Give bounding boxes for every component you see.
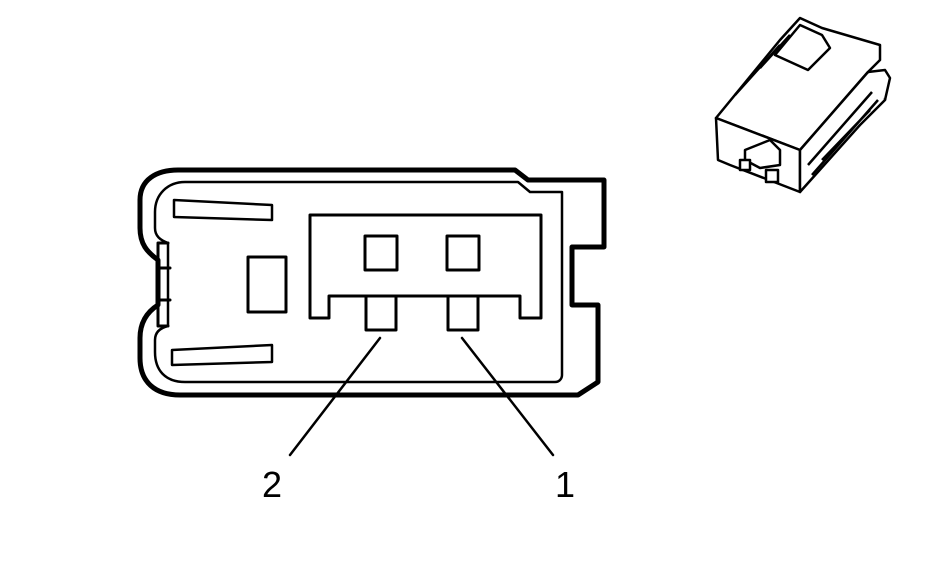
terminal-window-1-upper <box>445 234 481 272</box>
callout-label-1: 1 <box>555 464 575 505</box>
terminal-pin-2 <box>364 294 398 332</box>
thumb-top-block <box>773 23 832 72</box>
thumb-right-tab <box>867 68 892 101</box>
leader-line-1 <box>460 336 555 457</box>
latch-notch-upper <box>156 241 172 270</box>
thumb-cavity-b <box>764 168 780 184</box>
connector-3d-icon <box>714 16 892 194</box>
callout-label-2: 2 <box>262 464 282 505</box>
thumb-cavity-a <box>738 158 752 172</box>
key-slot <box>246 255 288 314</box>
terminal-cavity-frame <box>308 213 543 320</box>
connector-face-view <box>137 167 607 398</box>
thumb-side-ribs <box>807 91 879 176</box>
latch-notch-lower <box>156 298 172 328</box>
housing-outer-outline <box>137 167 607 398</box>
thumb-top-ridge <box>734 34 791 96</box>
leader-line-2 <box>288 336 382 457</box>
lock-rib-upper <box>172 198 274 222</box>
terminal-window-2-upper <box>363 234 399 272</box>
lock-rib-lower <box>170 343 274 367</box>
terminal-pin-1 <box>446 294 480 332</box>
housing-inner-outline <box>153 180 564 384</box>
callout-leaders <box>288 336 555 457</box>
